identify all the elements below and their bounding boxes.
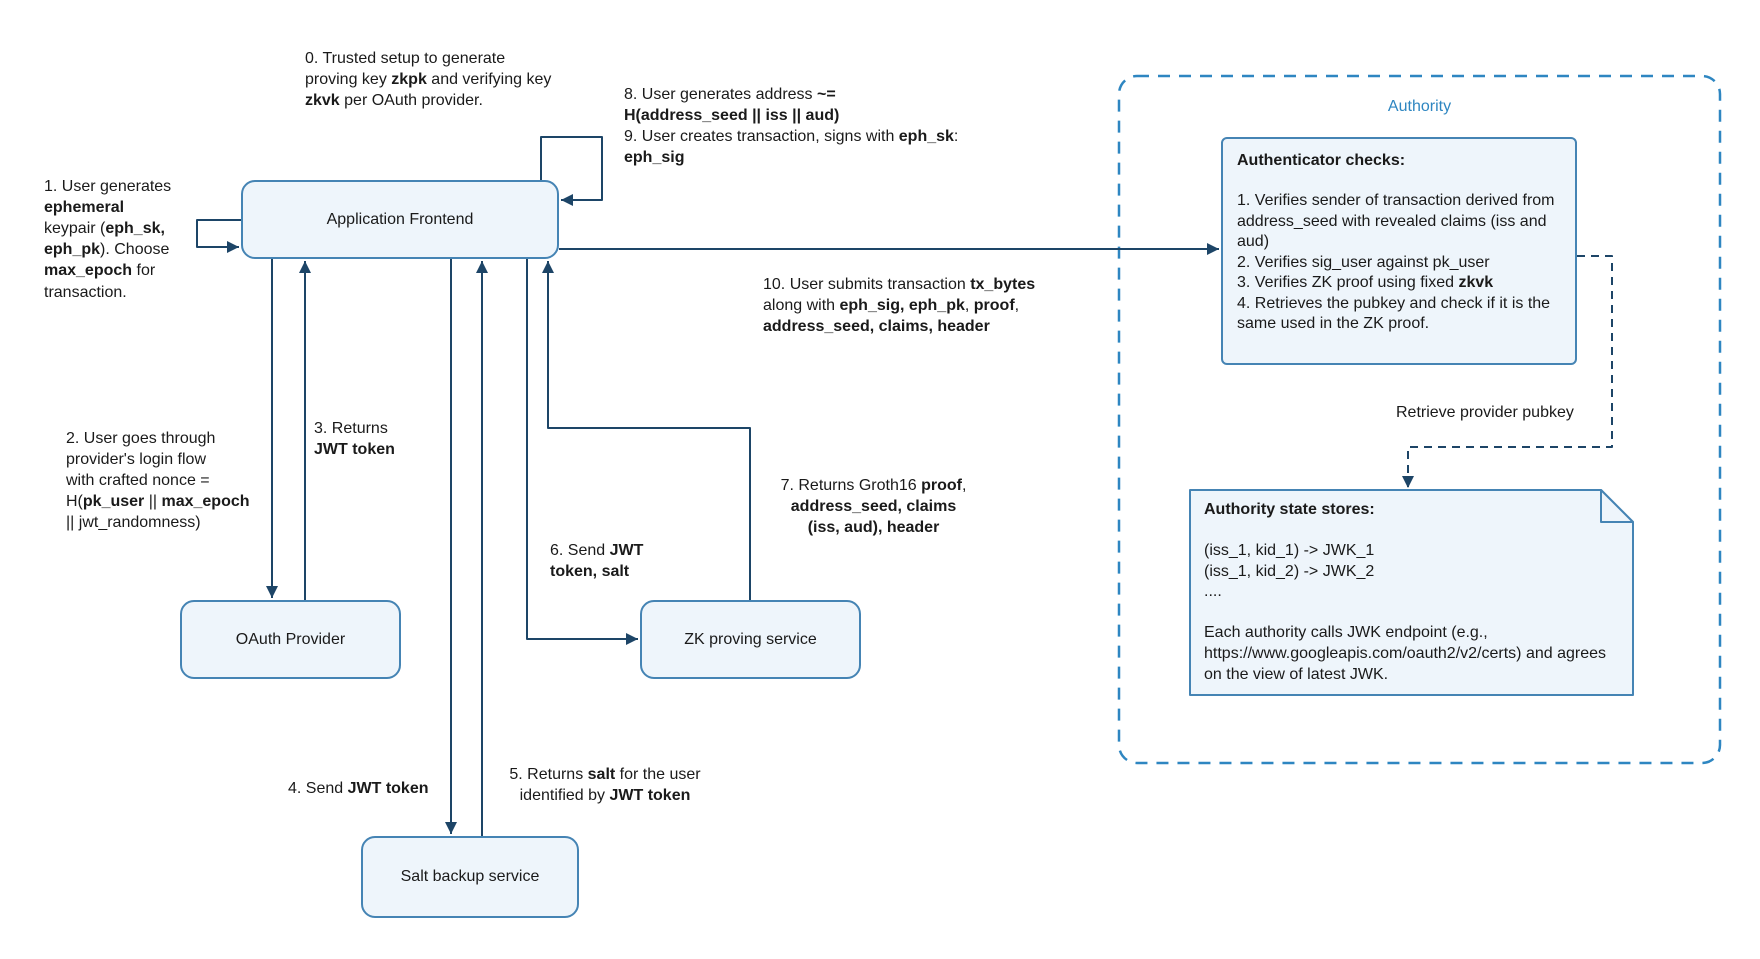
authority-state-store-note: Authority state stores: (iss_1, kid_1) -… (1204, 500, 1616, 686)
authority-state-store-note-shape (1189, 489, 1634, 696)
authenticator-check-item: 4. Retrieves the pubkey and check if it … (1237, 294, 1551, 333)
node-zk-proving-service: ZK proving service (640, 600, 861, 679)
annotation-step-1: 1. User generates ephemeral keypair (eph… (44, 178, 172, 301)
annotation-step-3: 3. Returns JWT token (314, 420, 395, 459)
annotation-step-2: 2. User goes through provider's login fl… (66, 430, 250, 532)
jwk-mapping-row: (iss_1, kid_2) -> JWK_2 (1204, 562, 1375, 580)
state-store-title: Authority state stores: (1204, 501, 1375, 518)
node-application-frontend-label: Application Frontend (326, 210, 474, 228)
retrieve-provider-pubkey-label: Retrieve provider pubkey (1396, 404, 1574, 421)
annotation-step-6: 6. Send JWT token, salt (550, 542, 644, 581)
annotation-step-8-9: 8. User generates address ~= H(address_s… (624, 86, 959, 167)
annotation-step-7: 7. Returns Groth16 proof, address_seed, … (780, 477, 967, 537)
arrow-zk-proving-to-frontend (542, 261, 751, 600)
node-zk-proving-service-label: ZK proving service (684, 630, 817, 648)
node-oauth-provider-label: OAuth Provider (235, 630, 346, 648)
node-salt-backup-service-label: Salt backup service (400, 868, 540, 885)
annotation-step-0: 0. Trusted setup to generate proving key… (305, 50, 552, 110)
node-application-frontend: Application Frontend (241, 180, 559, 259)
authority-boundary (1117, 74, 1722, 765)
jwk-endpoint-note: Each authority calls JWK endpoint (e.g.,… (1204, 624, 1606, 683)
arrow-frontend-self-loop-top (540, 136, 603, 206)
jwk-mapping-row: (iss_1, kid_1) -> JWK_1 (1204, 541, 1375, 559)
annotation-step-5: 5. Returns salt for the user identified … (509, 766, 701, 805)
jwk-mapping-row: .... (1204, 583, 1222, 601)
annotation-step-4: 4. Send JWT token (288, 780, 429, 797)
annotation-step-10: 10. User submits transaction tx_bytes al… (763, 276, 1036, 336)
authority-title: Authority (1387, 98, 1452, 115)
node-salt-backup-service: Salt backup service (361, 836, 579, 918)
authenticator-check-item: 3. Verifies ZK proof using fixed zkvk (1237, 274, 1494, 292)
authenticator-checks-panel: Authenticator checks: 1. Verifies sender… (1221, 137, 1577, 365)
arrow-retrieve-provider-pubkey (1402, 255, 1613, 488)
arrow-frontend-self-loop-left (196, 219, 241, 253)
node-oauth-provider: OAuth Provider (180, 600, 401, 679)
authenticator-checks-title: Authenticator checks: (1237, 152, 1406, 169)
authenticator-check-item: 2. Verifies sig_user against pk_user (1237, 253, 1490, 271)
arrow-frontend-to-zk-proving (526, 259, 638, 645)
authenticator-check-item: 1. Verifies sender of transaction derive… (1237, 192, 1555, 251)
note-fold-corner-icon (1600, 489, 1634, 523)
